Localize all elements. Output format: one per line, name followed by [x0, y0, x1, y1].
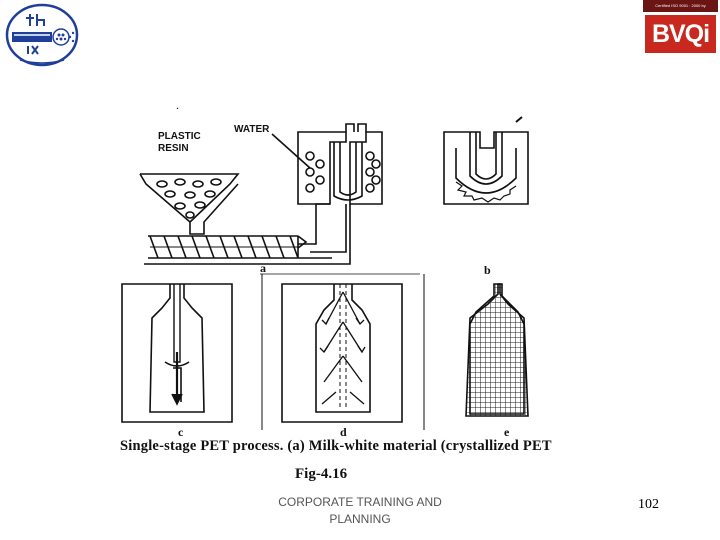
- footer-line-2: PLANNING: [329, 512, 391, 526]
- stretch-blow-mold-c: [121, 283, 233, 423]
- panel-letter-d: d: [340, 425, 347, 439]
- bvqi-certified-text: Certified ISO 9001 : 2000 by: [643, 0, 718, 12]
- crystallized-bottle-e: [465, 283, 529, 417]
- hopper: [139, 173, 240, 235]
- panel-letter-b: b: [484, 263, 491, 277]
- label-water: WATER: [234, 124, 270, 135]
- preform-cavity: [443, 116, 529, 205]
- bvqi-certification-logo: Certified ISO 9001 : 2000 by BVQi: [643, 0, 718, 54]
- figure-label: Fig-4.16: [295, 466, 348, 482]
- extruder-screw: [148, 235, 332, 259]
- footer-line-1: CORPORATE TRAINING AND: [278, 495, 442, 509]
- panel-letter-a: a: [260, 261, 266, 275]
- stretch-blow-mold-d: [281, 283, 403, 423]
- panel-letter-e: e: [504, 425, 510, 439]
- institute-emblem-icon: [5, 3, 79, 67]
- injection-mold: [297, 123, 383, 205]
- page-number: 102: [638, 497, 659, 512]
- label-resin: RESIN: [158, 143, 189, 154]
- stray-dot: .: [176, 98, 179, 112]
- figure-caption: Single-stage PET process. (a) Milk-white…: [120, 438, 552, 454]
- bvqi-wordmark: BVQi: [645, 15, 716, 53]
- panel-letter-c: c: [178, 425, 184, 439]
- label-plastic: PLASTIC: [158, 131, 201, 142]
- footer-text: CORPORATE TRAINING AND PLANNING: [270, 494, 450, 528]
- pet-process-diagram: PLASTIC RESIN WATER a b c d e: [121, 116, 529, 439]
